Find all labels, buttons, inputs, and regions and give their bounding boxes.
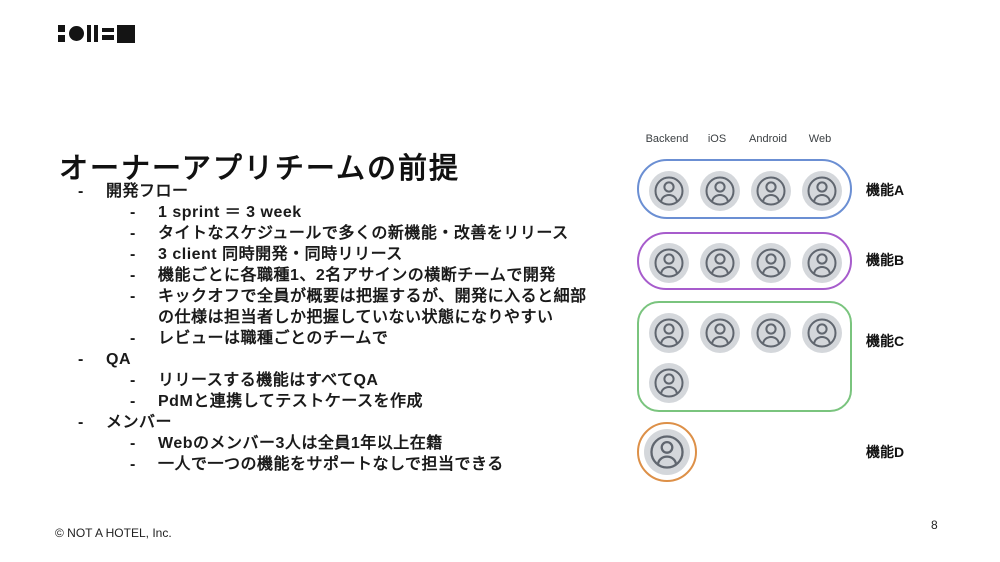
person-icon (649, 243, 689, 283)
avatar-row (639, 171, 850, 211)
not-a-hotel-logo (58, 24, 135, 43)
bullet-line: -開発フロー (78, 183, 189, 200)
person-icon (802, 313, 842, 353)
feature-group-c (637, 301, 852, 412)
column-header-backend: Backend (645, 133, 689, 145)
bullet-line: -リリースする機能はすべてQA (130, 372, 379, 389)
bullet-line: -一人で一つの機能をサポートなしで担当できる (130, 456, 504, 473)
bullet-list: -開発フロー -1 sprint ＝ 3 week -タイトなスケジュールで多く… (78, 181, 598, 475)
person-icon (649, 363, 689, 403)
person-icon (700, 313, 740, 353)
avatar-row (639, 363, 850, 403)
column-header-web: Web (808, 133, 832, 145)
bullet-line: -QA (78, 351, 131, 368)
person-icon (751, 171, 791, 211)
person-icon (802, 171, 842, 211)
copyright-text: © NOT A HOTEL, Inc. (55, 526, 172, 540)
column-header-ios: iOS (707, 133, 727, 145)
logo-colon-glyph (58, 25, 65, 42)
slide-title: オーナーアプリチームの前提 (59, 153, 460, 186)
avatar-row (639, 243, 850, 283)
column-header-android: Android (749, 133, 787, 145)
person-icon (700, 243, 740, 283)
person-icon (700, 171, 740, 211)
logo-square-glyph (117, 24, 135, 43)
bullet-line: -1 sprint ＝ 3 week (130, 204, 302, 221)
person-icon (751, 313, 791, 353)
person-icon (751, 243, 791, 283)
feature-group-a (637, 159, 852, 219)
avatar-row (639, 313, 850, 353)
page-number: 8 (931, 518, 938, 532)
logo-pause-glyph (87, 25, 98, 42)
logo-circle-glyph (68, 26, 84, 41)
bullet-line: -機能ごとに各職種1、2名アサインの横断チームで開発 (130, 267, 556, 284)
person-icon (802, 243, 842, 283)
team-structure-diagram: Backend iOS Android Web 機能A 機能B (637, 133, 967, 523)
bullet-line: -PdMと連携してテストケースを作成 (130, 393, 423, 410)
feature-group-a-label: 機能A (866, 182, 905, 198)
feature-group-d (637, 422, 697, 482)
bullet-line: -メンバー (78, 414, 173, 431)
bullet-line: -Webのメンバー3人は全員1年以上在籍 (130, 435, 443, 452)
feature-group-d-label: 機能D (866, 444, 905, 460)
feature-group-c-label: 機能C (866, 333, 905, 349)
bullet-line: -3 client 同時開発・同時リリース (130, 246, 403, 263)
bullet-line: -タイトなスケジュールで多くの新機能・改善をリリース (130, 225, 569, 242)
bullet-line: -レビューは職種ごとのチームで (130, 330, 389, 347)
bullet-line: -キックオフで全員が概要は把握するが、開発に入ると細部の仕様は担当者しか把握して… (130, 288, 587, 326)
logo-equals-glyph (101, 27, 114, 40)
person-icon (649, 313, 689, 353)
feature-group-b-label: 機能B (866, 252, 905, 268)
feature-group-b (637, 232, 852, 290)
person-icon (649, 171, 689, 211)
person-icon (644, 429, 690, 475)
